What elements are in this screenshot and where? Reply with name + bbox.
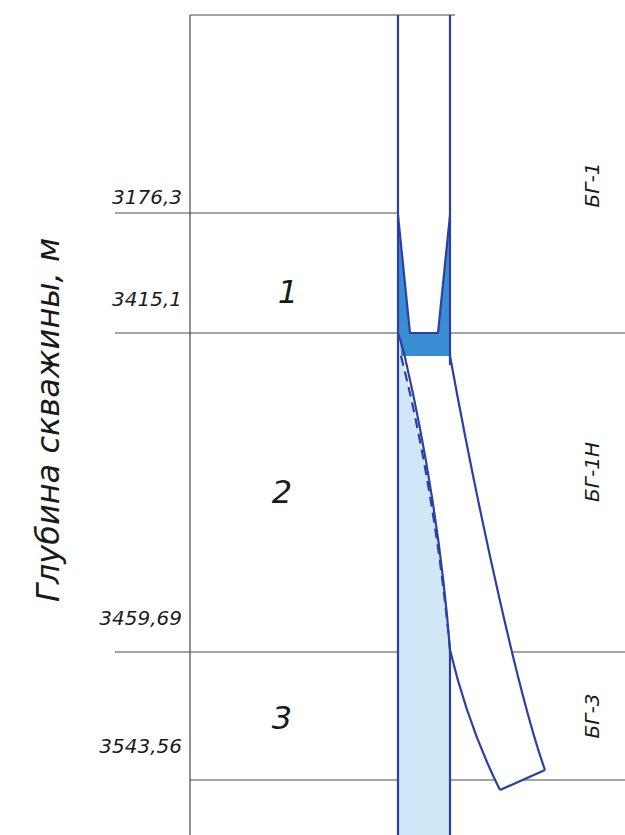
- well-outline: [398, 15, 545, 835]
- depth-value: 3459,69: [99, 608, 182, 628]
- depth-value: 3543,56: [99, 736, 182, 756]
- casing-wall: [449, 15, 451, 365]
- table-grid: [115, 15, 625, 835]
- depth-value: 3176,3: [112, 187, 182, 207]
- grid-line: [190, 14, 455, 15]
- bridge-boundary: [401, 356, 450, 650]
- formation-name: БГ-1Н: [582, 442, 602, 502]
- casing-wall: [449, 650, 451, 835]
- cement-cone-outline: [398, 215, 450, 333]
- grid-line: [115, 332, 625, 333]
- interval-number: 1: [278, 276, 298, 308]
- grid-line: [115, 212, 398, 213]
- grid-line: [115, 651, 625, 652]
- interval-number: 2: [272, 476, 292, 508]
- formation-name: БГ-1: [582, 163, 602, 208]
- axis-title: Глубина скважины, м: [32, 238, 64, 602]
- sidetrack-bottom: [500, 770, 545, 790]
- depth-value: 3415,1: [112, 289, 182, 309]
- sidetrack-wall: [398, 333, 500, 790]
- grid-line: [189, 15, 190, 835]
- interval-number: 3: [272, 702, 292, 734]
- casing-wall: [397, 15, 399, 835]
- formation-name: БГ-3: [582, 694, 602, 739]
- sidetrack-wall: [450, 356, 545, 770]
